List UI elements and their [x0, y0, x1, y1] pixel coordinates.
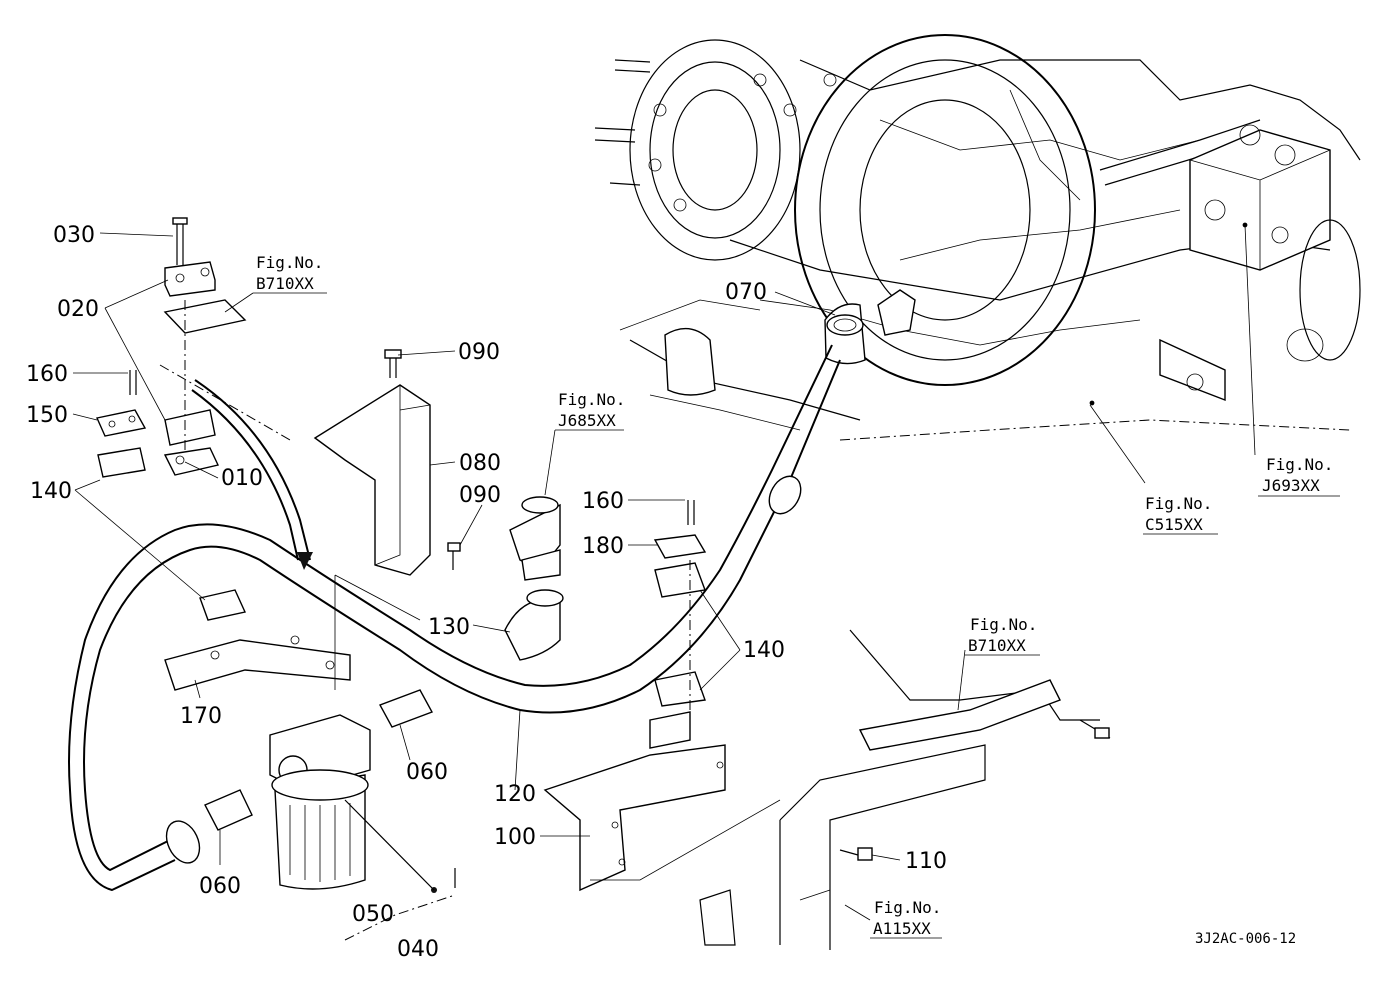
- label-100: 100: [494, 825, 536, 850]
- label-090: 090: [459, 483, 501, 508]
- clamp-assembly-left: [96, 217, 351, 691]
- clamp-assembly-right: [649, 500, 707, 749]
- label-160: 160: [26, 362, 68, 387]
- fig-ref-c515-line1: Fig.No.: [1145, 494, 1212, 513]
- label-050: 050: [352, 902, 394, 927]
- fig-ref-c515-line2: C515XX: [1145, 515, 1203, 534]
- fig-ref-j693-line1: Fig.No.: [1266, 455, 1333, 474]
- fig-ref-b710-line1: Fig.No.: [256, 253, 323, 272]
- label-060: 060: [199, 874, 241, 899]
- label-180: 180: [582, 534, 624, 559]
- label-010: 010: [221, 466, 263, 491]
- fig-ref-b710-line2: B710XX: [256, 274, 314, 293]
- label-040: 040: [397, 937, 439, 962]
- frame-bracket: [699, 629, 1111, 950]
- figure-references: Fig.No. B710XX Fig.No. J685XX Fig.No. C5…: [256, 253, 1333, 938]
- label-150: 150: [26, 403, 68, 428]
- label-090: 090: [458, 340, 500, 365]
- part-labels: 030 020 160 150 010 140 170 060 050 040 …: [26, 223, 947, 962]
- label-170: 170: [180, 704, 222, 729]
- elbow-fittings: [504, 496, 564, 661]
- label-110: 110: [905, 849, 947, 874]
- label-120: 120: [494, 782, 536, 807]
- filter-assembly: [204, 689, 456, 941]
- fig-ref-a115-line2: A115XX: [873, 919, 931, 938]
- fig-ref-j685-line2: J685XX: [558, 411, 616, 430]
- label-030: 030: [53, 223, 95, 248]
- label-160: 160: [582, 489, 624, 514]
- fig-ref-a115-line1: Fig.No.: [874, 898, 941, 917]
- fig-ref-b710b-line2: B710XX: [968, 636, 1026, 655]
- label-070: 070: [725, 280, 767, 305]
- label-140: 140: [30, 479, 72, 504]
- transmission-housing: [594, 34, 1361, 441]
- drawing-code: 3J2AC-006-12: [1195, 931, 1296, 947]
- fig-ref-b710b-line1: Fig.No.: [970, 615, 1037, 634]
- hose-120: [68, 344, 841, 892]
- fig-ref-j693-line2: J693XX: [1262, 476, 1320, 495]
- label-060: 060: [406, 760, 448, 785]
- label-130: 130: [428, 615, 470, 640]
- label-080: 080: [459, 451, 501, 476]
- bracket-100: [543, 744, 781, 892]
- leader-lines: [72, 222, 1340, 939]
- bracket-080: [313, 349, 461, 690]
- fig-ref-j685-line1: Fig.No.: [558, 390, 625, 409]
- label-140: 140: [743, 638, 785, 663]
- label-020: 020: [57, 297, 99, 322]
